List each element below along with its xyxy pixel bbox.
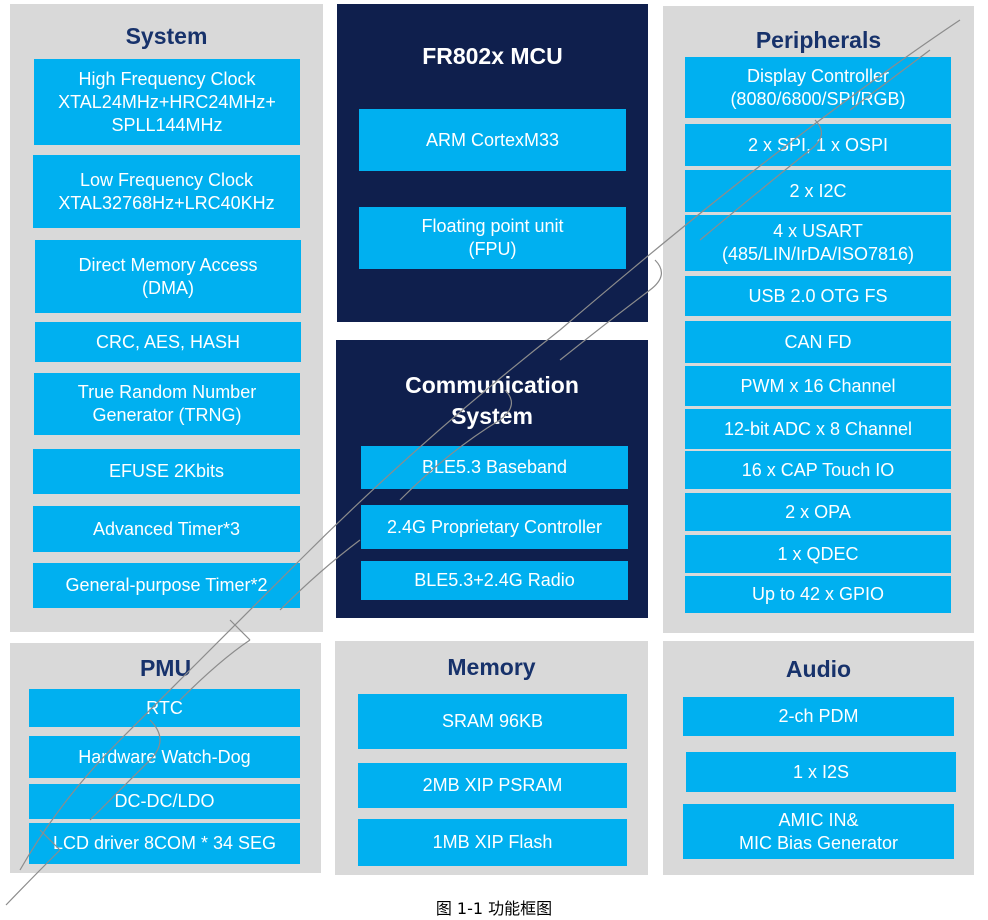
pmu-block-dc-dc-ldo: DC-DC/LDO [29,784,300,819]
peripherals-block-usb-2-0-otg-fs: USB 2.0 OTG FS [685,276,951,316]
peripherals-block-2-x-i2c: 2 x I2C [685,170,951,212]
comm-block-label: BLE5.3+2.4G Radio [414,570,575,590]
audio-title: Audio [785,656,852,682]
pmu-block-rtc: RTC [29,689,300,727]
system-block-label: CRC, AES, HASH [95,331,241,352]
comm-block-ble5-3-baseband: BLE5.3 Baseband [361,446,628,489]
pmu-title: PMU [139,655,192,681]
comm-title: Communication System [405,372,579,429]
memory-title: Memory [447,654,536,680]
peripherals-block-label: 16 x CAP Touch IO [741,459,895,480]
figure-caption: 图 1-1 功能框图 [435,899,553,918]
system-block-label: Direct Memory Access [78,254,258,275]
peripherals-block-12-bit-adc-x-8-channel: 12-bit ADC x 8 Channel [685,409,951,449]
system-block-crc-aes-hash: CRC, AES, HASH [35,322,301,362]
pmu-block-label: DC-DC/LDO [114,791,215,811]
peripherals-block-label: 2 x SPI, 1 x OSPI [747,134,889,155]
peripherals-block-pwm-x-16-channel: PWM x 16 Channel [685,366,951,406]
system-block-label: XTAL32768Hz+LRC40KHz [58,192,275,213]
peripherals-block-label: USB 2.0 OTG FS [748,285,888,306]
system-block-label: High Frequency Clock [78,68,256,89]
memory-block-label: 1MB XIP Flash [432,832,553,852]
peripherals-block-4-x-usart: 4 x USART (485/LIN/IrDA/ISO7816) [685,215,951,271]
mcu-block-label: (FPU) [468,239,517,259]
peripherals-block-label: (485/LIN/IrDA/ISO7816) [721,244,915,264]
memory-block-label: 2MB XIP PSRAM [422,775,563,795]
peripherals-block-label: 2 x I2C [789,180,847,201]
audio-block-label: 1 x I2S [792,761,850,782]
peripherals-block-label: (8080/6800/SPI/RGB) [730,88,906,109]
peripherals-block-label: Up to 42 x GPIO [751,584,885,604]
audio-block-label: AMIC IN& [778,809,859,830]
peripherals-block-label: CAN FD [784,331,852,352]
peripherals-block-16-x-cap-touch-io: 16 x CAP Touch IO [685,451,951,489]
system-block-label: Low Frequency Clock [79,169,254,190]
system-block-label: Advanced Timer*3 [92,518,241,539]
peripherals-block-can-fd: CAN FD [685,321,951,363]
system-title: System [125,23,208,49]
memory-block-sram-96kb: SRAM 96KB [358,694,627,749]
peripherals-block-1-x-qdec: 1 x QDEC [685,535,951,573]
audio-block-label: MIC Bias Generator [738,832,899,853]
audio-block-2-ch-pdm: 2-ch PDM [683,697,954,736]
system-block-label: General-purpose Timer*2 [65,575,268,595]
audio-block-label: 2-ch PDM [778,706,859,726]
peripherals-block-display-controller: Display Controller(8080/6800/SPI/RGB) [685,57,951,118]
mcu-block-label: Floating point unit [421,216,564,236]
comm-block-label: BLE5.3 Baseband [421,457,568,477]
comm-block-2-4g-proprietary-controller: 2.4G Proprietary Controller [361,505,628,549]
system-block-label: (DMA) [142,277,194,298]
peripherals-block-label: 4 x USART [773,221,863,241]
pmu-block-label: Hardware Watch-Dog [78,746,251,767]
peripherals-block-2-x-spi-1-x-ospi: 2 x SPI, 1 x OSPI [685,124,951,166]
system-block-direct-memory-access: Direct Memory Access(DMA) [35,240,301,313]
peripherals-block-2-x-opa: 2 x OPA [685,493,951,531]
audio-block-1-x-i2s: 1 x I2S [686,752,956,792]
comm-block-ble5-3-2-4g-radio: BLE5.3+2.4G Radio [361,561,628,600]
system-block-label: EFUSE 2Kbits [108,461,225,481]
pmu-block-label: LCD driver 8COM * 34 SEG [52,833,277,853]
peripherals-block-label: Display Controller [746,65,890,86]
peripherals-block-label: PWM x 16 Channel [740,375,896,396]
system-block-label: Generator (TRNG) [92,405,242,425]
system-block-label: SPLL144MHz [111,114,223,135]
pmu-block-lcd-driver-8com-34-seg: LCD driver 8COM * 34 SEG [29,823,300,864]
pmu-block-label: RTC [146,697,183,718]
peripherals-block-label: 12-bit ADC x 8 Channel [723,418,913,439]
audio-block-amic-in: AMIC IN&MIC Bias Generator [683,804,954,859]
peripherals-title: Peripherals [755,27,882,53]
system-block-label: True Random Number [77,382,257,402]
memory-block-2mb-xip-psram: 2MB XIP PSRAM [358,763,627,808]
comm-block-label: 2.4G Proprietary Controller [386,516,603,537]
mcu-block-label: ARM CortexM33 [425,129,560,150]
mcu-title: FR802x MCU [422,43,563,69]
memory-block-1mb-xip-flash: 1MB XIP Flash [358,819,627,866]
system-block-advanced-timer-3: Advanced Timer*3 [33,506,300,552]
peripherals-block-label: 1 x QDEC [777,543,859,564]
system-block-general-purpose-timer-2: General-purpose Timer*2 [33,563,300,608]
peripherals-block-up-to-42-x-gpio: Up to 42 x GPIO [685,576,951,613]
pmu-block-hardware-watch-dog: Hardware Watch-Dog [29,736,300,778]
system-block-label: XTAL24MHz+HRC24MHz+ [58,91,276,112]
system-block-efuse-2kbits: EFUSE 2Kbits [33,449,300,494]
peripherals-block-label: 2 x OPA [785,501,851,522]
memory-block-label: SRAM 96KB [441,711,544,731]
mcu-block-arm-cortexm33: ARM CortexM33 [359,109,626,171]
mcu-block-floating-point-unit: Floating point unit (FPU) [359,207,626,269]
